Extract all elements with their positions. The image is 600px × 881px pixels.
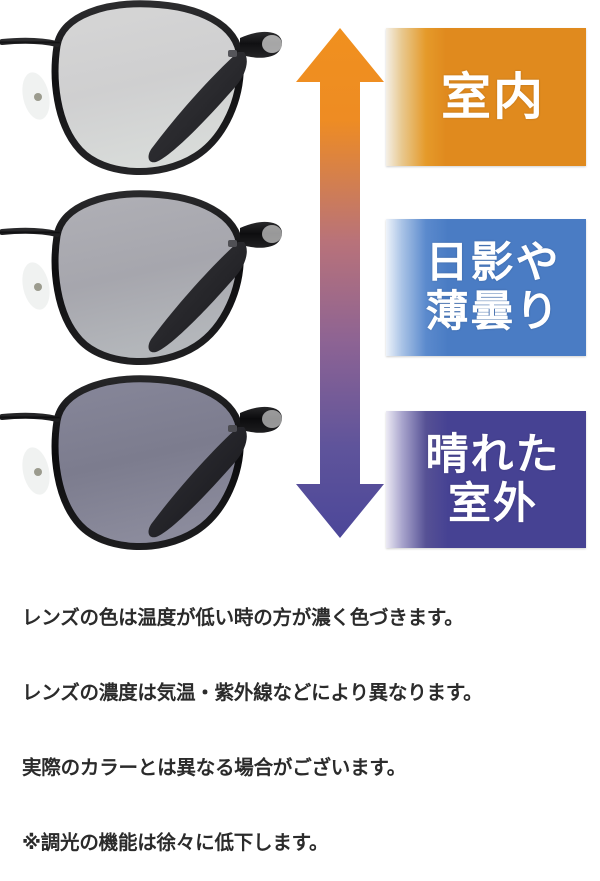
condition-label-indoor-text: 室内 (441, 69, 545, 125)
condition-label-indoor: 室内 (386, 28, 586, 166)
disclaimer-line-3: 実際のカラーとは異なる場合がございます。 (22, 757, 407, 779)
glasses-photo-medium (0, 188, 300, 378)
disclaimer-line-1: レンズの色は温度が低い時の方が濃く色づきます。 (22, 607, 464, 629)
condition-label-sunny-text: 晴れた 室外 (412, 431, 561, 527)
tint-gradient-arrow (292, 24, 388, 542)
glasses-medium-icon (0, 190, 282, 365)
glasses-photo-darkest (0, 373, 300, 563)
condition-label-shade: 日影や 薄曇り (386, 219, 586, 356)
glasses-darkest-icon (0, 375, 282, 550)
condition-label-shade-text: 日影や 薄曇り (412, 239, 561, 335)
vertical-double-arrow-icon (296, 28, 384, 538)
glasses-image-column (0, 0, 300, 560)
disclaimer-line-2: レンズの濃度は気温・紫外線などにより異なります。 (22, 682, 483, 704)
disclaimer-line-4: ※調光の機能は徐々に低下します。 (22, 832, 329, 854)
condition-label-shade-line2: 薄曇り (425, 287, 561, 336)
glasses-photo-lightest (0, 0, 300, 188)
glasses-lightest-icon (0, 0, 282, 175)
condition-label-shade-line1: 日影や (425, 239, 561, 288)
condition-label-sunny-line1: 晴れた (425, 431, 561, 480)
condition-label-sunny: 晴れた 室外 (386, 411, 586, 548)
disclaimer-note: レンズの色は温度が低い時の方が濃く色づきます。 レンズの濃度は気温・紫外線などに… (22, 556, 582, 881)
condition-label-sunny-line2: 室外 (448, 479, 538, 528)
